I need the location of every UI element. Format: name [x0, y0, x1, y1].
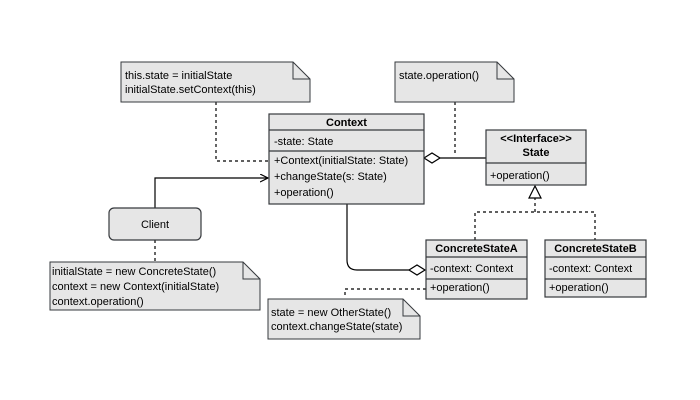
concrete-state-a-field-context: -context: Context: [430, 263, 513, 275]
note-init: this.state = initialState initialState.s…: [120, 61, 311, 103]
context-field-state: -state: State: [274, 136, 333, 148]
state-interface-name: State: [523, 147, 550, 159]
concrete-state-b-box: [544, 239, 647, 298]
state-interface: <<Interface>> State +operation(): [485, 129, 587, 186]
note-change-state-line-1: state = new OtherState(): [271, 307, 391, 319]
note-client-code-line-2: context = new Context(initialState): [52, 281, 219, 293]
concrete-state-a-class: ConcreteStateA -context: Context +operat…: [425, 239, 528, 300]
aggregation-diamond-context: [422, 152, 442, 164]
note-state-op: state.operation(): [394, 61, 515, 103]
client-context-association: [154, 178, 268, 208]
client-label: Client: [141, 219, 169, 231]
context-class-name: Context: [326, 117, 367, 129]
client-box: [108, 207, 202, 241]
context-class: Context -state: State +Context(initialSt…: [268, 113, 425, 205]
client-node: Client: [108, 207, 202, 241]
note-init-line-1: this.state = initialState: [125, 70, 232, 82]
note-init-shape: [120, 61, 311, 103]
state-interface-stereotype: <<Interface>>: [500, 133, 572, 145]
state-interface-method-operation: +operation(): [490, 170, 550, 182]
note-client-code-line-1: initialState = new ConcreteState(): [52, 266, 216, 278]
note-client-code-line-3: context.operation(): [52, 296, 144, 308]
note-state-op-line-1: state.operation(): [399, 70, 479, 82]
note-change-state-fold: [402, 299, 420, 317]
context-class-box: [268, 113, 425, 205]
state-interface-box: [485, 129, 587, 186]
concrete-state-a-method-operation: +operation(): [430, 282, 490, 294]
note-init-line-2: initialState.setContext(this): [125, 84, 256, 96]
note-client-code: initialState = new ConcreteState() conte…: [49, 261, 261, 311]
concrete-state-b-field-context: -context: Context: [549, 263, 632, 275]
concrete-state-a-box: [425, 239, 528, 300]
note-state-op-shape: [394, 61, 515, 103]
context-concrete-a-aggregation: [346, 204, 409, 271]
note-init-connector: [215, 102, 269, 162]
concrete-a-note-connector: [344, 288, 426, 295]
context-method-constructor: +Context(initialState: State): [274, 155, 408, 167]
realization-triangle: [528, 184, 542, 199]
concrete-state-b-class: ConcreteStateB -context: Context +operat…: [544, 239, 647, 298]
note-client-code-fold: [242, 262, 260, 280]
note-change-state-shape: [267, 298, 421, 340]
concrete-state-a-name: ConcreteStateA: [435, 243, 518, 255]
context-method-change-state: +changeState(s: State): [274, 171, 387, 183]
note-change-state: state = new OtherState() context.changeS…: [267, 298, 421, 340]
aggregation-diamond-concrete-a: [407, 264, 427, 276]
note-change-state-line-2: context.changeState(state): [271, 321, 402, 333]
note-init-fold: [292, 62, 310, 80]
concrete-state-b-name: ConcreteStateB: [554, 243, 637, 255]
note-client-code-shape: [49, 261, 261, 311]
realization-connector: [474, 211, 596, 240]
concrete-state-b-method-operation: +operation(): [549, 282, 609, 294]
context-method-operation: +operation(): [274, 187, 334, 199]
note-state-op-fold: [496, 62, 514, 80]
